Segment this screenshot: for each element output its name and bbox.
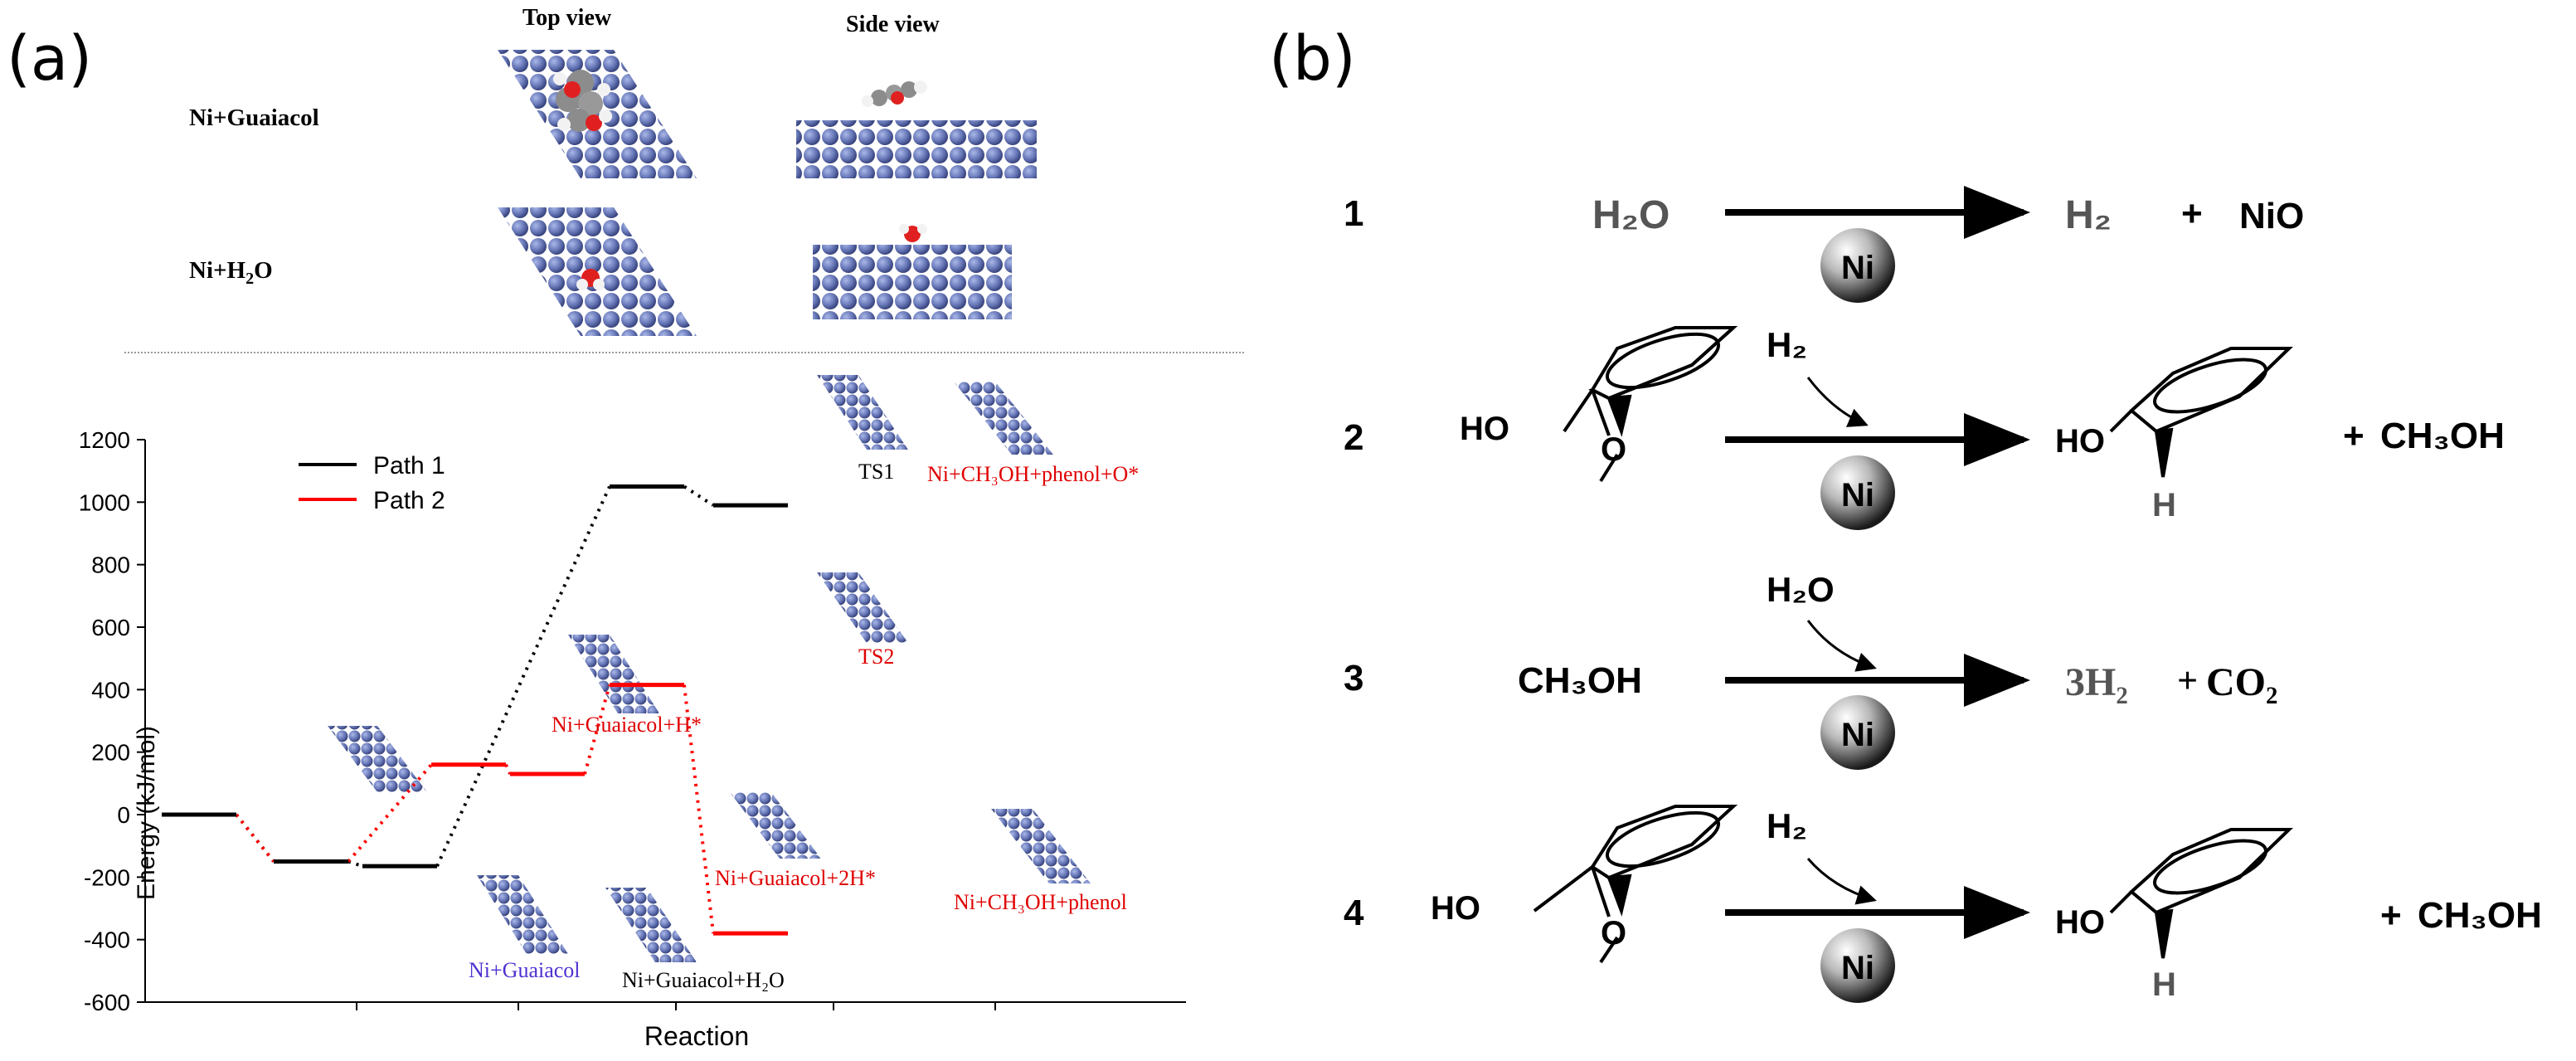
plus-sign: + (2343, 416, 2365, 456)
slab-side-h2o (813, 245, 1012, 319)
reagent: H₂O (1767, 570, 1835, 609)
reaction-step-2: 2 HO O H₂ Ni HO H + CH₃OH (1344, 325, 2505, 530)
step-number: 1 (1344, 193, 1363, 234)
product-2: CO₂ (2206, 660, 2277, 704)
ni-catalyst-sphere (1820, 455, 1895, 530)
ni-catalyst-sphere (1820, 228, 1895, 303)
legend: Path 1 Path 2 (299, 452, 445, 514)
x-ticks (356, 1002, 996, 1010)
connector-2 (235, 813, 275, 863)
annotation-ni-guaiacol: Ni+Guaiacol (469, 958, 581, 982)
reaction-schemes: 1 H₂O Ni H₂ + NiO 2 HO O H₂ Ni (1344, 186, 2542, 1003)
side-view-title: Side view (846, 12, 940, 37)
product-h: H (2152, 966, 2176, 1003)
annotation-ni-ch3oh-phenol: Ni+CH₃OH+phenol (954, 890, 1127, 914)
reagent: H₂ (1767, 325, 1807, 364)
plus-sign: + (2380, 895, 2402, 936)
catalyst-label: Ni (1841, 717, 1874, 753)
x-axis-label: Reaction (644, 1021, 749, 1051)
legend-label-path1: Path 1 (373, 452, 445, 479)
connector-1 (348, 859, 363, 869)
y-tick-label: 0 (117, 802, 130, 828)
row-label-h2o: Ni+H2O (189, 257, 273, 288)
product-ho: HO (2055, 904, 2105, 941)
reaction-step-4: 4 HO O H₂ Ni HO H + CH₃OH (1344, 805, 2542, 1003)
catalyst-label: Ni (1841, 950, 1874, 986)
guaiacol-molecule-side (862, 80, 927, 107)
connector-2 (683, 684, 715, 934)
reagent-arrow (1806, 377, 1869, 427)
annotation-ni-guaiacol-2h: Ni+Guaiacol+2H* (715, 866, 876, 890)
reagent-arrow (1806, 620, 1877, 672)
row-label-guaiacol: Ni+Guaiacol (189, 105, 319, 131)
step-number: 4 (1344, 893, 1364, 933)
energy-levels (162, 484, 788, 936)
ni-catalyst-sphere (1820, 695, 1895, 770)
annotation-ni-guaiacol-h2o: Ni+Guaiacol+H₂O (622, 968, 785, 992)
reactant-o: O (1601, 431, 1626, 468)
panel-a-label: (a) (7, 23, 93, 95)
annotation-ts2: TS2 (858, 645, 894, 669)
y-tick-label: 1200 (79, 427, 130, 453)
product-1: 3H₂ (2065, 660, 2128, 704)
phenol-structure (2109, 828, 2293, 959)
legend-label-path2: Path 2 (373, 487, 445, 514)
phenol-structure (2109, 347, 2293, 478)
state-thumbnails (328, 375, 1091, 962)
step-number: 2 (1344, 417, 1363, 458)
y-tick-label: 400 (91, 677, 130, 703)
annotation-ts1: TS1 (858, 460, 894, 484)
y-tick-label: 1000 (79, 489, 130, 515)
product-ho: HO (2055, 423, 2105, 460)
y-ticks: -600 -400 -200 0 200 400 600 800 1000 1200 (79, 427, 145, 1015)
panel-b-label: (b) (1269, 23, 1356, 95)
annotation-ni-ch3oh-phenol-o: Ni+CH₃OH+phenol+O* (927, 462, 1139, 486)
plus-sign: + (2181, 193, 2203, 234)
reaction-step-3: 3 CH₃OH H₂O Ni 3H₂ + CO₂ (1344, 570, 2277, 770)
y-tick-label: -400 (84, 927, 130, 953)
connector-2 (583, 684, 611, 775)
product-2: CH₃OH (2380, 416, 2505, 456)
y-tick-label: 800 (91, 552, 130, 578)
product-1: H₂ (2065, 193, 2112, 237)
reactant-o: O (1601, 915, 1626, 951)
y-tick-label: -200 (84, 864, 130, 890)
reactant-ho: HO (1431, 890, 1480, 927)
reaction-step-1: 1 H₂O Ni H₂ + NiO (1344, 186, 2304, 303)
connector-2 (504, 763, 512, 775)
slab-side-guaiacol (796, 120, 1037, 178)
energy-diagram: -600 -400 -200 0 200 400 600 800 1000 1200 Energy… (79, 375, 1186, 1051)
guaiacol-molecule-top (553, 70, 612, 132)
ni-catalyst-sphere (1820, 928, 1895, 1003)
plus-sign: + (2177, 660, 2198, 701)
guaiacol-structure (1590, 805, 1738, 964)
y-tick-label: 200 (91, 740, 130, 766)
reagent-arrow (1806, 858, 1877, 905)
reactant: H₂O (1592, 193, 1670, 237)
catalyst-label: Ni (1841, 250, 1874, 286)
panel-a-divider (124, 352, 1244, 353)
path-connectors (235, 484, 715, 934)
y-tick-label: 600 (91, 615, 130, 640)
product-h: H (2152, 487, 2176, 523)
reactant: CH₃OH (1518, 660, 1642, 701)
connector-1 (435, 485, 611, 867)
annotation-ni-guaiacol-h: Ni+Guaiacol+H* (552, 713, 702, 737)
slab-images (498, 50, 1037, 336)
connector-1 (683, 484, 715, 507)
guaiacol-structure (1588, 326, 1738, 483)
step-number: 3 (1344, 658, 1363, 698)
y-axis-label: Energy (kJ/mol) (133, 726, 160, 900)
product-2: CH₃OH (2418, 895, 2542, 936)
reactant-ho: HO (1460, 411, 1509, 447)
reagent: H₂ (1767, 806, 1807, 845)
product-2: NiO (2239, 196, 2304, 236)
top-view-title: Top view (522, 5, 612, 31)
y-tick-label: -600 (84, 990, 130, 1015)
catalyst-label: Ni (1841, 477, 1874, 513)
